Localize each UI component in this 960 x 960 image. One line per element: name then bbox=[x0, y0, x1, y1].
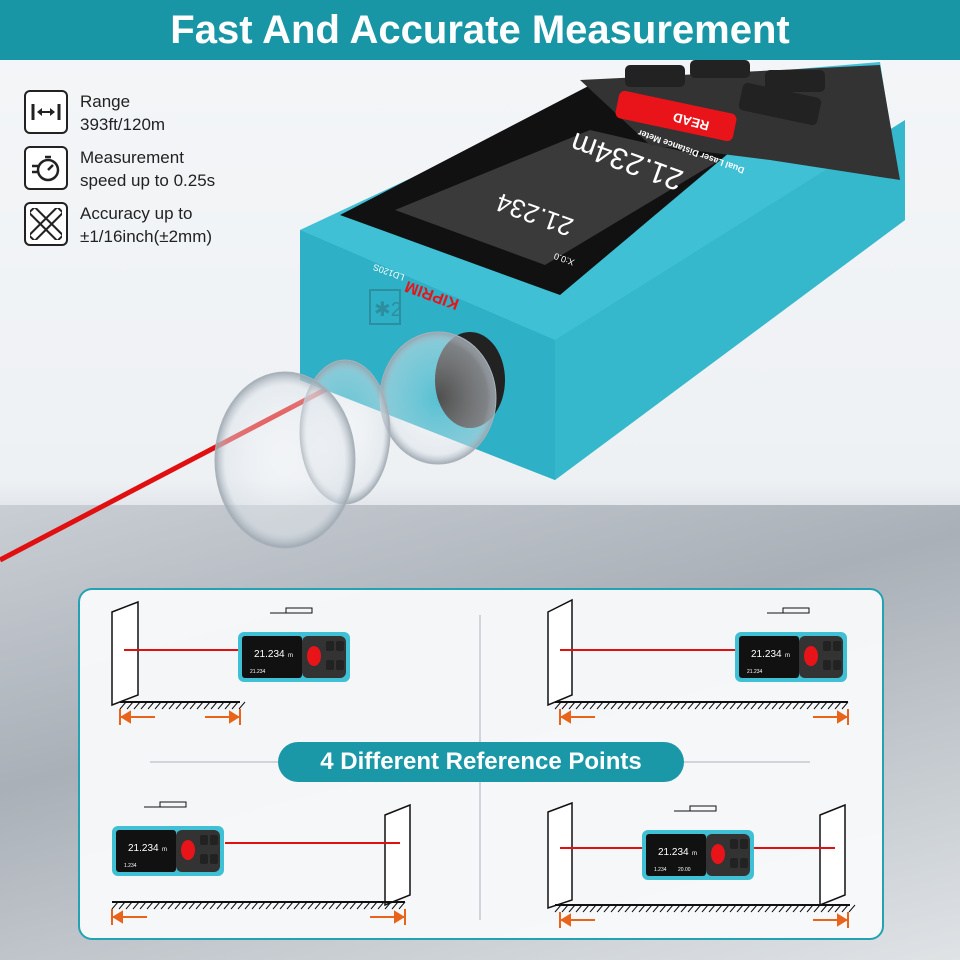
unit-button[interactable] bbox=[765, 70, 825, 92]
keypad bbox=[580, 65, 900, 180]
reference-diagram: 21.234 m 1.234 20.00 bbox=[547, 801, 856, 928]
ruler-pencil-icon bbox=[24, 202, 68, 246]
read-button[interactable] bbox=[614, 90, 737, 142]
mini-reading: 21.234 bbox=[128, 843, 159, 854]
feature-range: Range 393ft/120m bbox=[24, 90, 215, 136]
mini-sub-reading: 1.234 bbox=[124, 863, 137, 869]
mini-unit: m bbox=[288, 653, 293, 659]
function-button[interactable] bbox=[738, 82, 822, 126]
feature-accuracy: Accuracy up to ±1/16inch(±2mm) bbox=[24, 202, 215, 248]
reference-points-label: 4 Different Reference Points bbox=[278, 742, 684, 782]
mini-unit: m bbox=[692, 851, 697, 857]
wall-target bbox=[111, 600, 139, 707]
wall-target bbox=[547, 598, 573, 707]
feature-speed: Measurement speed up to 0.25s bbox=[24, 146, 215, 192]
reference-point-icon bbox=[144, 801, 187, 808]
read-button bbox=[307, 646, 321, 666]
mini-unit: m bbox=[162, 847, 167, 853]
mini-reading: 21.234 bbox=[254, 649, 285, 660]
read-button bbox=[181, 840, 195, 860]
feature-title: Range bbox=[80, 92, 131, 111]
feature-value: ±1/16inch(±2mm) bbox=[80, 227, 213, 246]
reference-point-icon bbox=[767, 607, 810, 614]
mini-sub-reading-2: 20.00 bbox=[678, 867, 691, 873]
measurement-arrow bbox=[119, 709, 241, 725]
mini-sub-reading: 21.234 bbox=[747, 669, 763, 675]
page-title: Fast And Accurate Measurement bbox=[0, 0, 960, 60]
clear-button[interactable] bbox=[690, 60, 750, 78]
add-button[interactable] bbox=[625, 65, 685, 87]
stopwatch-icon bbox=[24, 146, 68, 190]
mini-sub-reading: 21.234 bbox=[250, 669, 266, 675]
wall-target bbox=[384, 803, 411, 907]
measurement-arrow bbox=[559, 709, 849, 725]
measurement-arrow bbox=[559, 912, 849, 928]
laser-meter-illustration: 21.234m 21.234 KIPRIM LD120S X:0.0 READ … bbox=[0, 60, 905, 563]
device-screen bbox=[395, 130, 720, 265]
reference-point-icon bbox=[674, 805, 717, 812]
mini-unit: m bbox=[785, 653, 790, 659]
mini-sub-reading: 1.234 bbox=[654, 867, 667, 873]
reference-diagram: 21.234 m 21.234 bbox=[547, 598, 849, 725]
feature-list: Range 393ft/120m Measurement speed up to 0… bbox=[24, 90, 215, 258]
lens-disc bbox=[214, 371, 356, 549]
range-arrows-icon bbox=[24, 90, 68, 134]
mini-device: 21.234 m 1.234 bbox=[112, 826, 224, 876]
read-button bbox=[711, 844, 725, 864]
lens-label: ✱2 bbox=[374, 299, 402, 321]
mini-device: 21.234 m 21.234 bbox=[735, 632, 847, 682]
mini-reading: 21.234 bbox=[658, 847, 689, 858]
mini-reading: 21.234 bbox=[751, 649, 782, 660]
feature-title: Accuracy up to bbox=[80, 204, 193, 223]
read-button bbox=[804, 646, 818, 666]
feature-title: Measurement bbox=[80, 148, 184, 167]
mini-device: 21.234 m 1.234 20.00 bbox=[642, 830, 754, 880]
mini-device: 21.234 m 21.234 bbox=[238, 632, 350, 682]
wall-target bbox=[819, 803, 846, 907]
reference-point-icon bbox=[270, 607, 313, 614]
feature-value: 393ft/120m bbox=[80, 115, 166, 134]
wall-target bbox=[547, 801, 573, 910]
reference-diagram: 21.234 m 1.234 bbox=[111, 801, 411, 925]
measurement-arrow bbox=[111, 909, 406, 925]
feature-value: speed up to 0.25s bbox=[80, 171, 216, 190]
reference-diagram: 21.234 m 21.234 bbox=[111, 600, 350, 725]
